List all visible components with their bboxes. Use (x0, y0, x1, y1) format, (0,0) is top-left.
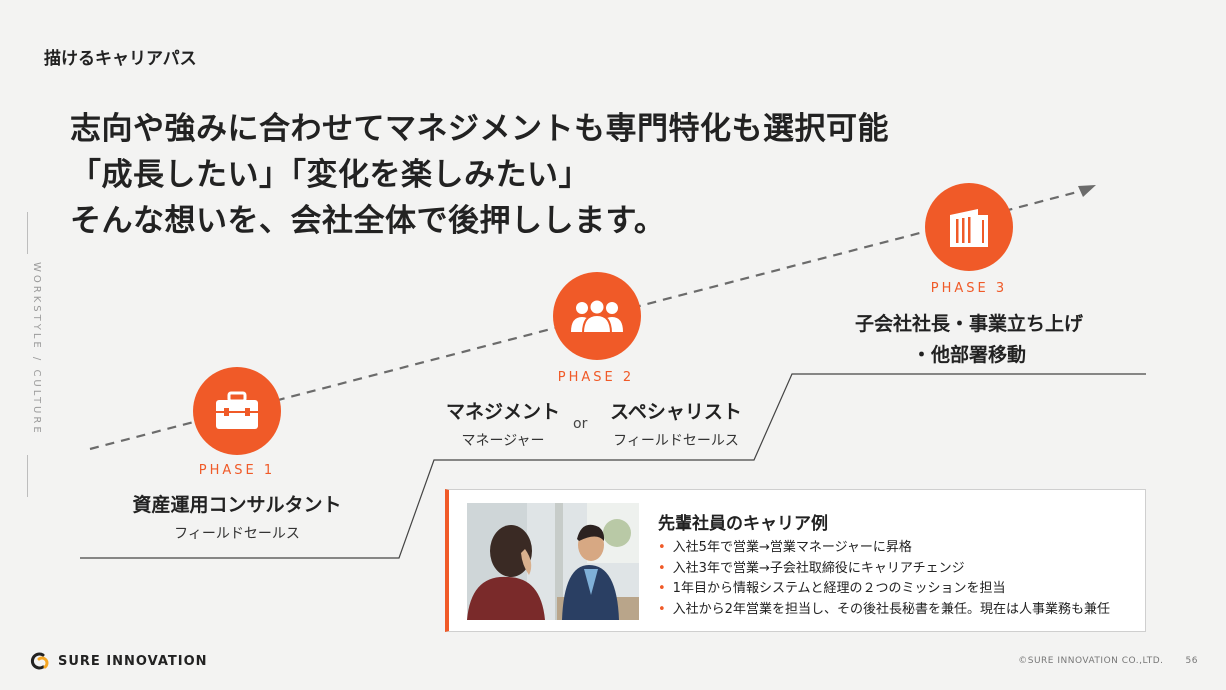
step-line (80, 373, 1146, 559)
phase1-label: PHASE 1 (198, 463, 276, 478)
list-item: 入社5年で営業→営業マネージャーに昇格 (658, 538, 1110, 559)
meeting-photo-illustration (467, 503, 639, 620)
headline-line-3: そんな想いを、会社全体で後押しします。 (70, 203, 666, 239)
briefcase-icon (216, 391, 258, 429)
logo-mark-icon (30, 652, 49, 670)
side-rule-top (27, 212, 28, 254)
phase3-label: PHASE 3 (930, 281, 1008, 296)
copyright: ©SURE INNOVATION CO.,LTD. (1018, 656, 1164, 666)
phase2-sub-b: フィールドセールス (613, 433, 739, 449)
phase2-label: PHASE 2 (557, 370, 635, 385)
page-number: 56 (1185, 656, 1198, 666)
side-rule-bottom (27, 455, 28, 497)
phase2-role-a: マネジメント (445, 401, 560, 423)
phase2-circle (553, 272, 641, 360)
phase2-or: or (573, 416, 588, 432)
career-example-list: 入社5年で営業→営業マネージャーに昇格 入社3年で営業→子会社取締役にキャリアチ… (658, 538, 1110, 620)
card-title: 先輩社員のキャリア例 (658, 514, 828, 534)
section-label: 描けるキャリアパス (44, 49, 197, 69)
phase1-role: 資産運用コンサルタント (132, 494, 342, 516)
phase2-role-b: スペシャリスト (610, 401, 742, 423)
company-logo: SURE INNOVATION (30, 651, 208, 671)
growth-arrow-head (1078, 185, 1096, 197)
building-icon (950, 209, 988, 247)
group-icon (571, 298, 623, 334)
phase3-circle (925, 183, 1013, 271)
list-item: 1年目から情報システムと経理の２つのミッションを担当 (658, 579, 1110, 600)
phase1-sub: フィールドセールス (174, 526, 300, 542)
phase3-role-line2: ・他部署移動 (911, 344, 1026, 366)
headline-line-2: 「成長したい」「変化を楽しみたい」 (70, 157, 590, 193)
side-label: WORKSTYLE / CULTURE (31, 262, 42, 436)
phase3-role-line1: 子会社社長・事業立ち上げ (854, 313, 1083, 335)
career-example-card: 先輩社員のキャリア例 入社5年で営業→営業マネージャーに昇格 入社3年で営業→子… (445, 489, 1146, 632)
logo-text: SURE INNOVATION (58, 653, 208, 669)
office-photo (467, 503, 639, 620)
list-item: 入社3年で営業→子会社取締役にキャリアチェンジ (658, 559, 1110, 580)
list-item: 入社から2年営業を担当し、その後社長秘書を兼任。現在は人事業務も兼任 (658, 600, 1110, 621)
phase1-circle (193, 367, 281, 455)
footer: ©SURE INNOVATION CO.,LTD. 56 (1018, 656, 1198, 666)
headline: 志向や強みに合わせてマネジメントも専門特化も選択可能 「成長したい」「変化を楽し… (70, 106, 889, 244)
phase2-sub-a: マネージャー (461, 433, 545, 449)
headline-line-1: 志向や強みに合わせてマネジメントも専門特化も選択可能 (70, 111, 889, 147)
